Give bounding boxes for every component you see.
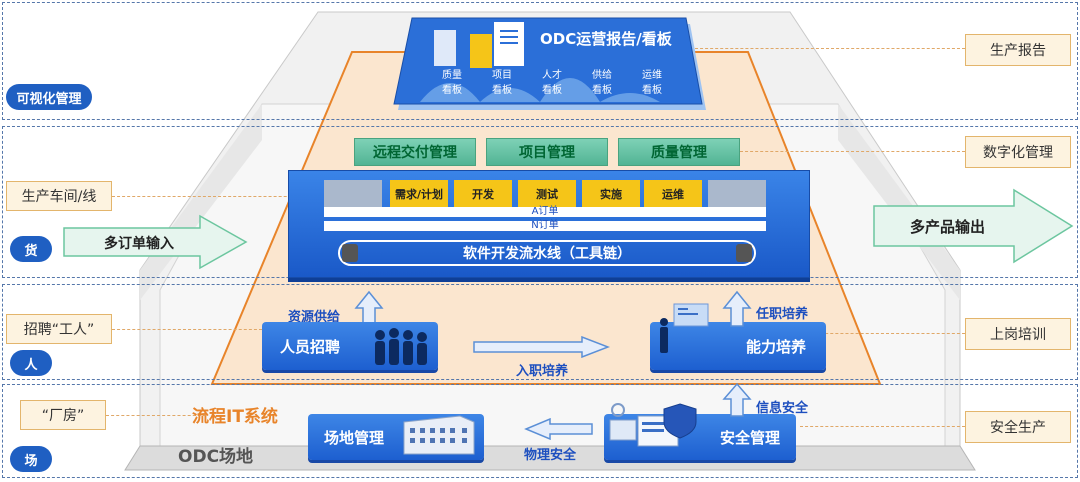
onboarding-arrow: [473, 336, 610, 358]
row-label-site: 场: [10, 446, 52, 472]
odc-site-label: ODC场地: [178, 447, 254, 467]
info-sec-up-arrow: [722, 382, 752, 417]
stage-operation: 运维: [644, 180, 702, 208]
leader-safety: [800, 426, 965, 427]
tag-digital: 数字化管理: [965, 136, 1071, 168]
onboarding-label: 入职培养: [516, 364, 569, 379]
input-arrow: [63, 214, 248, 270]
pipeline-tile-right: [708, 180, 766, 208]
leader-report: [690, 48, 965, 49]
ability-card: 能力培养: [650, 322, 826, 370]
row-label-goods: 货: [10, 236, 52, 262]
tab-quality-mgmt: 质量管理: [618, 138, 740, 166]
tag-workshop: 生产车间/线: [6, 181, 112, 211]
recruit-label: 人员招聘: [280, 337, 341, 356]
ontheJob-label: 任职培养: [756, 307, 809, 322]
row-label-people: 人: [10, 350, 52, 376]
board-list: 质量 看板 项目 看板 人才 看板 供给 看板 运维 看板: [432, 66, 672, 96]
security-devices-icon: [609, 403, 697, 447]
order-n-strip: N订单: [324, 221, 766, 231]
tag-safety-production: 安全生产: [965, 411, 1071, 443]
ontheJob-up-arrow: [722, 290, 752, 327]
top-dashboard: [393, 17, 706, 110]
output-arrow: [873, 188, 1074, 264]
info-security-label: 信息安全: [756, 401, 809, 416]
output-label: 多产品输出: [910, 218, 986, 236]
pipeline-tile-left: [324, 180, 382, 208]
board-talent: 人才 看板: [542, 70, 562, 96]
trainer-icon: [660, 303, 709, 353]
row-people-border: [2, 284, 1078, 380]
people-group-icon: [375, 328, 427, 365]
toolchain-belt: 软件开发流水线（工具链）: [338, 240, 756, 266]
leader-onboard: [810, 333, 965, 334]
leader-factory: [106, 415, 206, 416]
leader-recruit: [112, 329, 262, 330]
tag-recruit-worker: 招聘“工人”: [6, 314, 112, 344]
order-a-strip: A订单: [324, 207, 766, 217]
security-mgmt-label: 安全管理: [719, 428, 780, 447]
ability-label: 能力培养: [745, 337, 806, 356]
building-icon: [403, 415, 475, 455]
tag-onboard: 上岗培训: [965, 318, 1071, 350]
belt-roller-left: [342, 244, 358, 262]
site-mgmt-label: 场地管理: [324, 428, 385, 447]
row-site-border: [2, 384, 1078, 478]
board-supply: 供给 看板: [592, 70, 612, 96]
physical-security-label: 物理安全: [524, 448, 577, 463]
board-project: 项目 看板: [492, 70, 512, 96]
tab-project-mgmt: 项目管理: [486, 138, 608, 166]
stage-develop: 开发: [454, 180, 512, 208]
stage-test: 测试: [518, 180, 576, 208]
leader-workshop: [112, 196, 317, 197]
physical-arrow: [524, 418, 593, 440]
it-system-label: 流程IT系统: [192, 407, 278, 427]
supply-label: 资源供给: [288, 310, 341, 325]
input-label: 多订单输入: [104, 236, 174, 252]
board-quality: 质量 看板: [442, 70, 462, 96]
stage-implement: 实施: [582, 180, 640, 208]
tag-report: 生产报告: [965, 34, 1071, 66]
tab-remote-delivery: 远程交付管理: [354, 138, 476, 166]
row-visual-border: [2, 2, 1078, 120]
row-label-visual: 可视化管理: [6, 84, 92, 110]
dashboard-title: ODC运营报告/看板: [540, 30, 672, 48]
leader-digital: [740, 151, 965, 152]
belt-roller-right: [736, 244, 752, 262]
tag-factory: “厂房”: [20, 400, 106, 430]
stage-requirement: 需求/计划: [390, 180, 448, 208]
board-operation: 运维 看板: [642, 70, 662, 96]
